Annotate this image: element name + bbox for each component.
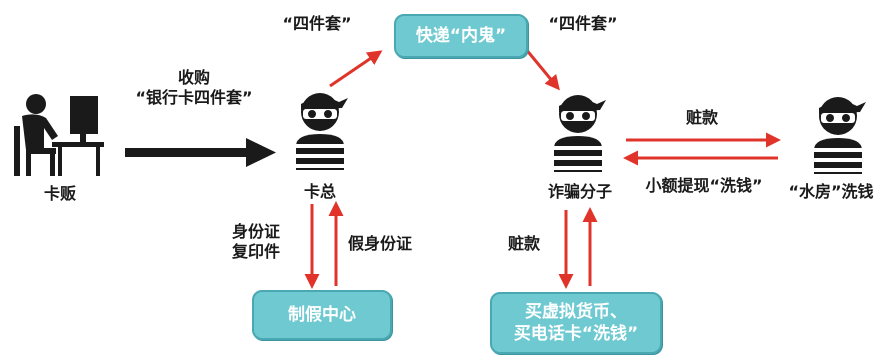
node-label-water-house: “水房”洗钱 — [788, 182, 874, 201]
computer-user-icon — [14, 94, 104, 176]
box-fake-center: 制假中心 — [252, 290, 392, 340]
edge-label-id-copy: 身份证 复印件 — [232, 222, 281, 261]
edge-label-stolen-money-down: 赃款 — [508, 234, 541, 253]
bandit-icon-fraudster — [554, 95, 606, 172]
box-courier-insider: 快递“内鬼” — [394, 14, 528, 58]
edge-label-stolen-money: 赃款 — [685, 108, 718, 127]
arrow-boss-to-courier — [329, 50, 383, 88]
edge-label-four-kit-right: “四件套” — [548, 14, 618, 33]
node-label-fraudster: 诈骗分子 — [547, 182, 612, 201]
node-label-card-dealer: 卡贩 — [43, 184, 76, 203]
edge-label-acquire: 收购 “银行卡四件套” — [135, 68, 253, 107]
bandit-icon-waterhouse — [814, 97, 866, 174]
arrow-dealer-to-boss — [125, 138, 276, 167]
edge-label-small-withdraw: 小额提现“洗钱” — [645, 176, 763, 195]
bandit-icon-boss — [296, 93, 348, 170]
node-label-card-boss: 卡总 — [303, 182, 336, 201]
arrow-courier-to-fraudster — [523, 47, 560, 91]
box-crypto-launder: 买虚拟货币、 买电话卡“洗钱” — [490, 292, 662, 354]
edge-label-fake-id: 假身份证 — [348, 234, 413, 253]
edge-label-four-kit-left: “四件套” — [282, 14, 352, 33]
